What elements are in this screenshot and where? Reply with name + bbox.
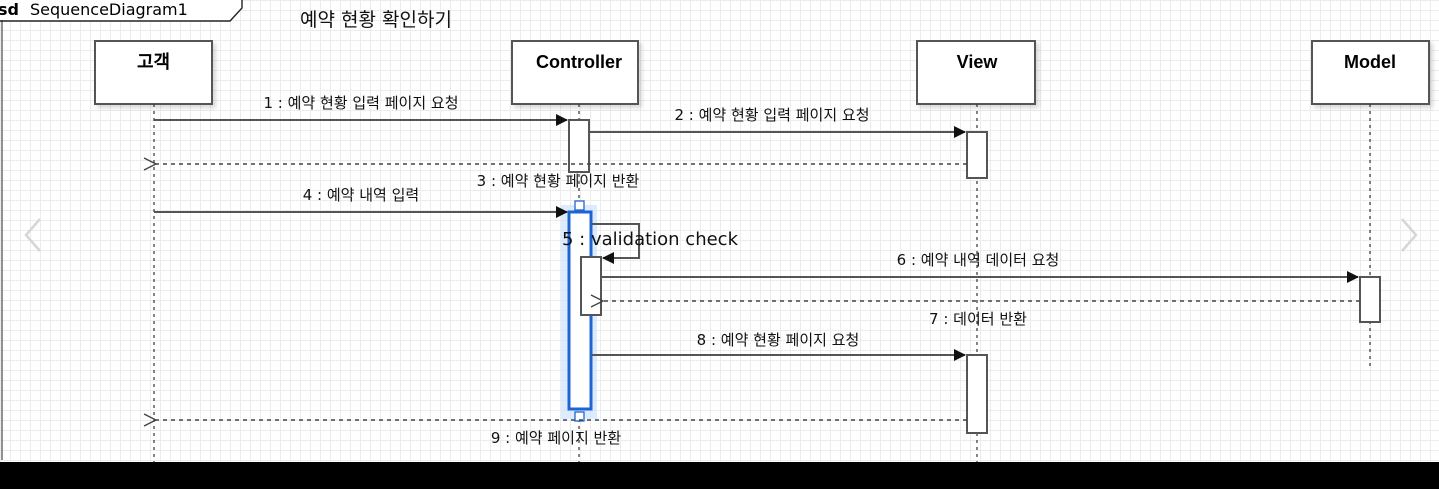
message-6[interactable]: 6 : 예약 내역 데이터 요청: [601, 251, 1359, 283]
message-label: 9 : 예약 페이지 반환: [491, 429, 621, 447]
chevron-left-icon: [24, 218, 41, 252]
bottom-bar: [0, 462, 1439, 489]
diagram-title: 예약 현황 확인하기: [300, 9, 452, 31]
participant-label: Model: [1344, 52, 1396, 72]
activation-view-2[interactable]: [966, 354, 988, 434]
next-arrow-button[interactable]: [1394, 215, 1424, 255]
message-label: 8 : 예약 현황 페이지 요청: [697, 331, 860, 349]
chevron-right-icon: [1401, 218, 1418, 252]
participant-label: View: [957, 52, 999, 72]
activation-controller-nested[interactable]: [580, 256, 602, 316]
activation-controller-1[interactable]: [568, 119, 590, 173]
message-label: 6 : 예약 내역 데이터 요청: [897, 251, 1060, 269]
message-7[interactable]: 7 : 데이터 반환: [603, 301, 1360, 328]
message-9[interactable]: 9 : 예약 페이지 반환: [156, 420, 967, 447]
participant-customer[interactable]: 고객: [94, 40, 213, 105]
message-1[interactable]: 1 : 예약 현황 입력 페이지 요청: [154, 94, 568, 126]
message-2[interactable]: 2 : 예약 현황 입력 페이지 요청: [589, 106, 966, 138]
frame-keyword: sd: [0, 0, 19, 19]
activation-model-1[interactable]: [1359, 276, 1381, 323]
participant-view[interactable]: View: [916, 40, 1036, 105]
message-4[interactable]: 4 : 예약 내역 입력: [154, 186, 568, 218]
message-label: 1 : 예약 현황 입력 페이지 요청: [263, 94, 458, 112]
participant-label: 고객: [137, 52, 170, 72]
message-8[interactable]: 8 : 예약 현황 페이지 요청: [591, 331, 966, 361]
activation-view-1[interactable]: [966, 131, 988, 179]
participant-controller[interactable]: Controller: [511, 40, 639, 105]
message-label: 2 : 예약 현황 입력 페이지 요청: [674, 106, 869, 124]
message-label: 3 : 예약 현황 페이지 반환: [477, 172, 640, 190]
message-label: 7 : 데이터 반환: [929, 310, 1027, 328]
message-5-self-call[interactable]: 5 : validation check: [562, 223, 739, 264]
participant-label: Controller: [536, 52, 622, 72]
frame-tab[interactable]: sd SequenceDiagram1: [0, 0, 243, 22]
message-3[interactable]: 3 : 예약 현황 페이지 반환: [156, 164, 967, 190]
frame-name: SequenceDiagram1: [30, 0, 188, 19]
participant-model[interactable]: Model: [1311, 40, 1430, 105]
resize-handle-top[interactable]: [574, 200, 585, 211]
message-label: 4 : 예약 내역 입력: [303, 186, 419, 204]
resize-handle-bottom[interactable]: [574, 411, 585, 422]
prev-arrow-button[interactable]: [18, 215, 48, 255]
message-label: 5 : validation check: [562, 229, 739, 250]
